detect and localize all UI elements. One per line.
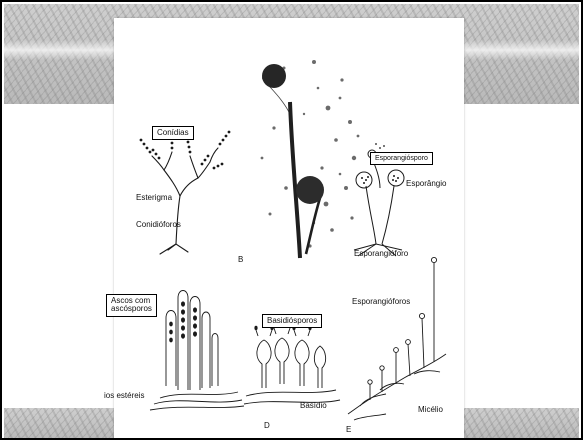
panel-letter-e: E [346,426,351,434]
textbook-page-figure: Conídias Esterigma Conidióforos Esporang… [114,18,464,440]
label-conidias: Conídias [152,126,194,140]
label-ascos-com-ascosporos: Ascos com ascósporos [106,294,157,317]
label-basidiosporos: Basidiósporos [262,314,322,328]
panel-letter-b: B [238,256,243,264]
label-basidio: Basídio [300,402,327,410]
label-esporangio: Esporângio [406,180,446,188]
label-esporangioforos: Esporangióforos [352,298,410,306]
label-esporangioforo: Esporangióforo [354,250,408,258]
label-ascos-line2: ascósporos [111,305,152,313]
label-esterigma: Esterigma [136,194,172,202]
label-conidioforos: Conidióforos [136,221,181,229]
label-filamentos-estereis: ios estéreis [104,392,144,400]
label-esporangiosporo: Esporangiósporo [370,152,433,165]
label-micelio: Micélio [418,406,443,414]
panel-letter-d: D [264,422,270,430]
